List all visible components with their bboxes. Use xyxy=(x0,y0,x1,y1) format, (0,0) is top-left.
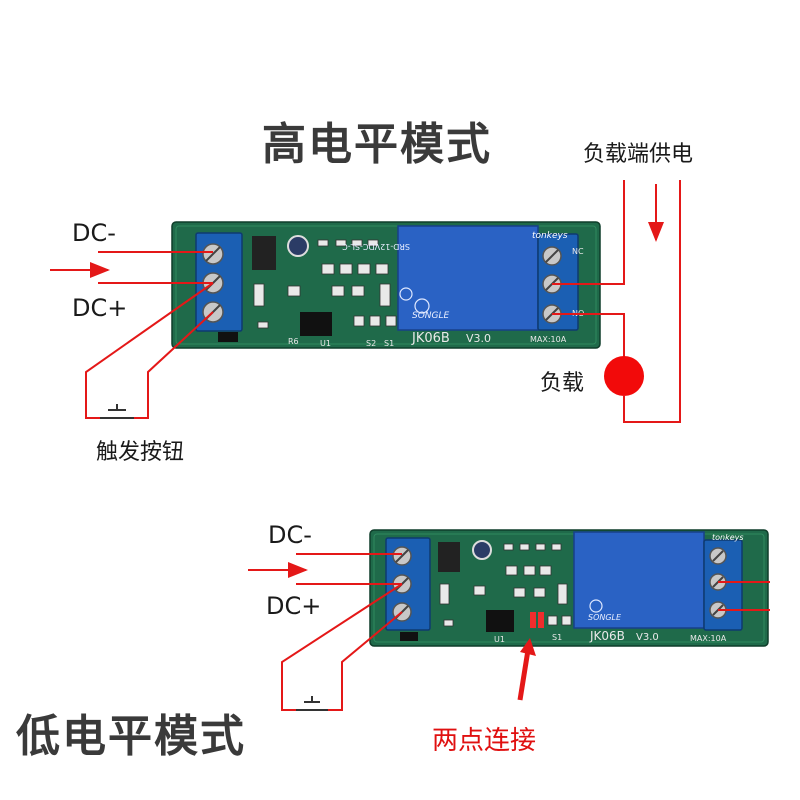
label-trigger-button: 触发按钮 xyxy=(96,440,185,465)
wires-high xyxy=(50,180,681,423)
no-wire xyxy=(552,313,625,358)
relay-model-label: SRD-12VDC-SL-C xyxy=(342,242,410,251)
load-indicator-icon xyxy=(604,356,644,396)
smd-components xyxy=(253,239,397,329)
output-terminal-block xyxy=(703,539,743,631)
relay-board-low: tonkeys SONGLE JK06B V3.0 MAX:10A U1 S1 xyxy=(369,529,769,647)
shorted-pad xyxy=(538,612,544,628)
label-load-power: 负载端供电 xyxy=(583,142,694,167)
input-terminal-block xyxy=(195,232,243,332)
regulator-chip xyxy=(438,542,460,572)
brand-label: tonkeys xyxy=(712,533,744,542)
capacitor-icon xyxy=(472,540,492,560)
com-wire xyxy=(552,180,625,285)
label-load: 负载 xyxy=(540,371,585,396)
diode-icon xyxy=(218,332,238,342)
diode-icon xyxy=(400,632,418,641)
relay-module xyxy=(397,225,539,331)
max-current-label: MAX:10A xyxy=(690,634,727,643)
label-dc-plus-high: DC+ xyxy=(72,294,128,322)
relay-brand-label: SONGLE xyxy=(412,311,450,321)
shorted-pad xyxy=(530,612,536,628)
pcb-label-r6: R6 xyxy=(288,337,299,346)
label-two-point-connect: 两点连接 xyxy=(432,726,537,756)
label-dc-plus-low: DC+ xyxy=(266,592,322,620)
brand-label: tonkeys xyxy=(532,231,568,241)
label-dc-minus-high: DC- xyxy=(72,219,116,247)
pcb-label-u1: U1 xyxy=(494,635,505,644)
version-label: V3.0 xyxy=(636,632,659,643)
pcb-label-s2: S2 xyxy=(366,339,376,348)
pcb-label-s1: S1 xyxy=(552,633,562,642)
model-label: JK06B xyxy=(411,331,450,346)
regulator-chip xyxy=(252,236,276,270)
pin-nc-label: NC xyxy=(572,247,584,256)
pcb-label-s1: S1 xyxy=(384,339,394,348)
arrow-up-icon xyxy=(520,638,536,656)
version-label: V3.0 xyxy=(466,332,491,345)
model-label: JK06B xyxy=(589,629,625,643)
pcb-outline xyxy=(373,533,765,643)
trigger-wire-left xyxy=(85,282,214,419)
trigger-wire-left xyxy=(281,583,403,711)
wires-low xyxy=(248,553,770,711)
ic-chip xyxy=(486,610,514,632)
trigger-wire-right xyxy=(134,311,214,419)
trigger-wire-right xyxy=(328,611,403,711)
max-current-label: MAX:10A xyxy=(530,335,567,344)
relay-board-high: tonkeys SRD-12VDC-SL-C SONGLE JK06B V3.0… xyxy=(171,221,601,349)
title-high-mode: 高电平模式 xyxy=(262,119,492,170)
pcb-label-u1: U1 xyxy=(320,339,331,348)
smd-components xyxy=(439,543,572,627)
relay-brand-label: SONGLE xyxy=(588,613,622,622)
pointer-arrow xyxy=(517,649,531,701)
title-low-mode: 低电平模式 xyxy=(16,711,246,762)
ic-chip xyxy=(300,312,332,336)
capacitor-icon xyxy=(287,235,309,257)
load-return-wire xyxy=(623,180,681,423)
label-dc-minus-low: DC- xyxy=(268,521,312,549)
